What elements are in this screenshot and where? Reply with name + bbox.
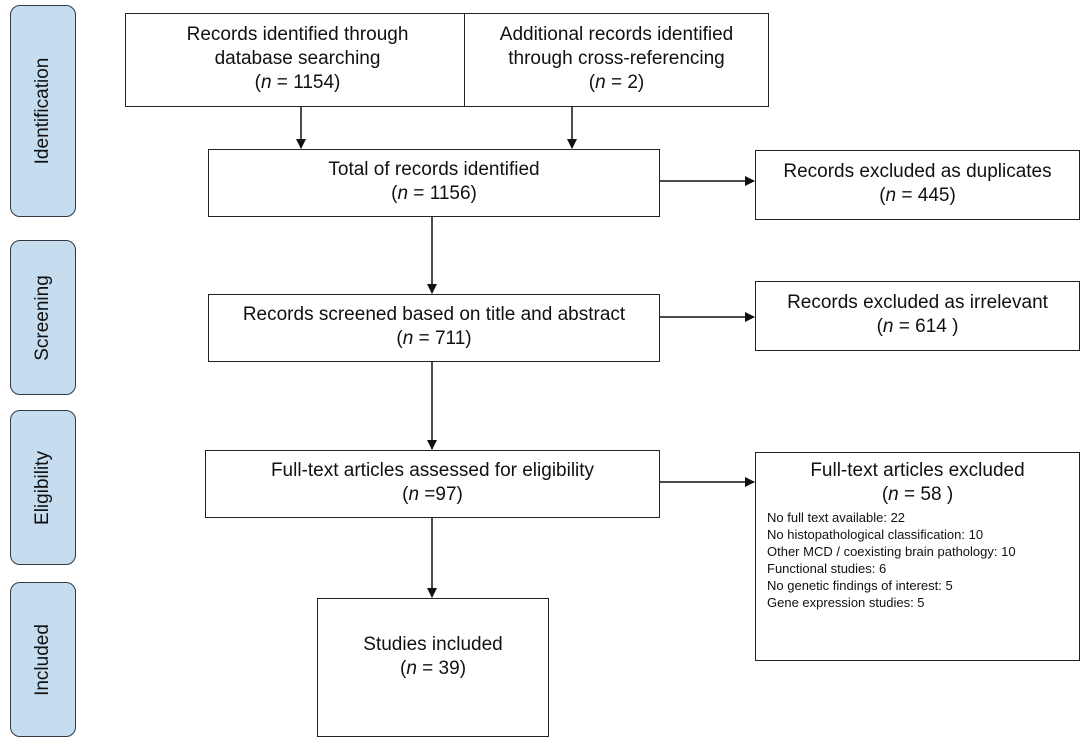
box-count: (n =97): [402, 484, 463, 505]
box-fulltext-assessed: Full-text articles assessed for eligibil…: [205, 450, 660, 518]
stage-label: Included: [32, 623, 53, 696]
box-text: Additional records identified: [499, 24, 734, 45]
box-records-screened: Records screened based on title and abst…: [208, 294, 660, 362]
box-text: Records screened based on title and abst…: [242, 304, 626, 325]
box-total-identified: Total of records identified (n = 1156): [208, 149, 660, 217]
box-count: (n = 2): [588, 72, 645, 93]
box-fulltext-excluded: Full-text articles excluded (n = 58 ) No…: [755, 452, 1080, 661]
stage-identification: Identification: [10, 5, 76, 217]
stage-included: Included: [10, 582, 76, 737]
exclusion-reasons-list: No full text available: 22 No histopatho…: [756, 509, 1079, 611]
box-database-search: Records identified through database sear…: [125, 13, 470, 107]
box-text: Records excluded as irrelevant: [787, 292, 1048, 313]
box-count: (n = 445): [879, 185, 956, 206]
box-text: through cross-referencing: [508, 48, 725, 69]
exclusion-reason: No genetic findings of interest: 5: [767, 578, 953, 593]
box-text: Records identified through: [186, 24, 409, 45]
box-cross-referencing: Additional records identified through cr…: [464, 13, 769, 107]
box-text: Records excluded as duplicates: [783, 161, 1052, 182]
box-text: Studies included: [363, 634, 503, 655]
box-studies-included: Studies included (n = 39): [317, 598, 549, 737]
stage-screening: Screening: [10, 240, 76, 395]
exclusion-reason: No histopathological classification: 10: [767, 527, 984, 542]
box-count: (n = 1154): [254, 72, 341, 93]
box-text: Full-text articles excluded: [810, 460, 1025, 481]
stage-label: Eligibility: [32, 450, 53, 525]
exclusion-reason: Gene expression studies: 5: [767, 595, 925, 610]
stage-label: Screening: [32, 274, 53, 361]
box-count: (n = 39): [399, 658, 467, 679]
exclusion-reason: Functional studies: 6: [767, 561, 887, 576]
stage-label: Identification: [32, 57, 53, 165]
box-count: (n = 614 ): [876, 316, 959, 337]
box-count: (n = 58 ): [881, 484, 954, 505]
box-text: Full-text articles assessed for eligibil…: [270, 460, 595, 481]
box-text: database searching: [214, 48, 381, 69]
exclusion-reason: Other MCD / coexisting brain pathology: …: [767, 544, 1016, 559]
box-duplicates-excluded: Records excluded as duplicates (n = 445): [755, 150, 1080, 220]
box-count: (n = 1156): [391, 183, 477, 204]
box-irrelevant-excluded: Records excluded as irrelevant (n = 614 …: [755, 281, 1080, 351]
box-count: (n = 711): [396, 328, 472, 349]
exclusion-reason: No full text available: 22: [767, 510, 906, 525]
box-text: Total of records identified: [328, 159, 540, 180]
stage-eligibility: Eligibility: [10, 410, 76, 565]
